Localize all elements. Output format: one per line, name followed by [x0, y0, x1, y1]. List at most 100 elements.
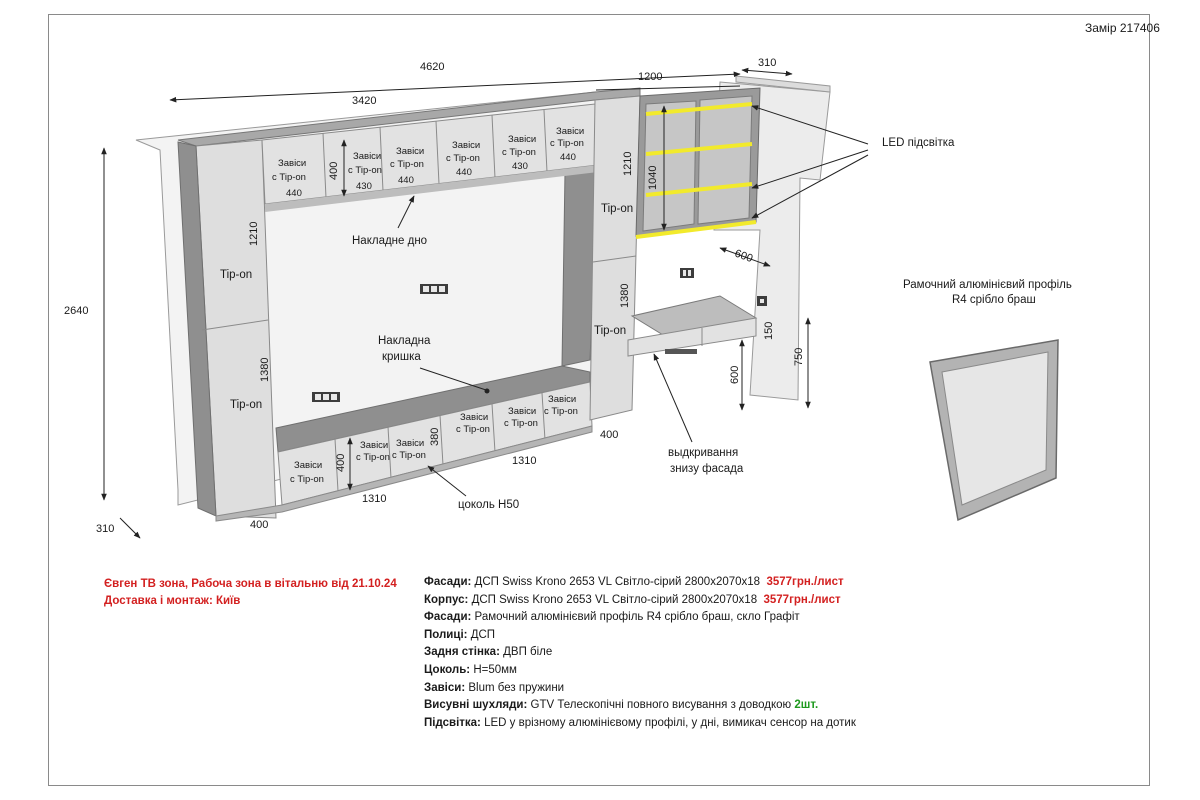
dim-total-height: 2640	[64, 305, 88, 317]
tipon-left-top: Tip-on	[220, 269, 252, 281]
dim-line-desk-depth	[719, 247, 771, 267]
bottom-divider	[334, 438, 339, 492]
svg-text:440: 440	[456, 167, 472, 178]
label-overlay-bottom: Накладне дно	[352, 235, 427, 247]
dim-base-mid-width: 1310	[512, 455, 536, 467]
spec-row: Корпус: ДСП Swiss Krono 2653 VL Світло-с…	[424, 593, 841, 606]
desk-front	[627, 317, 757, 357]
drawing-sheet	[48, 14, 1150, 786]
svg-text:с Tip-on: с Tip-on	[390, 159, 424, 170]
profile-glass	[941, 351, 1049, 506]
socket-block	[757, 296, 767, 306]
svg-text:с Tip-on: с Tip-on	[356, 452, 390, 463]
svg-text:430: 430	[356, 181, 372, 192]
label-profile-2: R4 срібло браш	[952, 294, 1036, 306]
svg-text:Завіси: Завіси	[548, 394, 576, 405]
order-title: Євген ТВ зона, Рабоча зона в вітальню ві…	[104, 578, 397, 590]
top-divider	[379, 126, 384, 192]
order-delivery: Доставка і монтаж: Київ	[104, 595, 241, 607]
dim-main-width: 3420	[352, 95, 376, 107]
leader-plinth	[427, 465, 467, 497]
dim-right-top-h: 1210	[622, 152, 634, 176]
spec-row: Задня стінка: ДВП біле	[424, 646, 553, 659]
bottom-divider	[387, 426, 392, 479]
dim-desk-leg: 600	[729, 366, 741, 384]
leader-led-2	[751, 149, 869, 189]
svg-text:Завіси: Завіси	[556, 126, 584, 137]
svg-text:Завіси: Завіси	[353, 151, 381, 162]
top-divider	[435, 120, 440, 185]
label-opening-1: выдкривання	[668, 447, 738, 459]
svg-text:Завіси: Завіси	[360, 440, 388, 451]
leader-overlay-cover	[419, 367, 487, 391]
bottom-divider	[541, 392, 546, 441]
svg-text:Завіси: Завіси	[396, 438, 424, 449]
svg-text:Завіси: Завіси	[396, 146, 424, 157]
spec-row: Завіси: Blum без пружини	[424, 681, 565, 694]
left-column-split	[201, 319, 269, 331]
svg-text:Завіси: Завіси	[294, 460, 322, 471]
dim-top-height: 1210	[248, 222, 260, 246]
svg-text:430: 430	[512, 161, 528, 172]
dim-left-depth: 310	[96, 523, 114, 535]
bottom-divider	[491, 403, 496, 453]
svg-text:с Tip-on: с Tip-on	[544, 406, 578, 417]
desk-handle	[665, 349, 697, 354]
svg-text:440: 440	[560, 152, 576, 163]
socket-block	[420, 284, 448, 294]
dim-desk-depth: 600	[733, 248, 754, 266]
label-overlay-cover-2: кришка	[382, 351, 421, 363]
right-column-split	[592, 255, 637, 263]
dim-upper-drawer: 400	[328, 162, 340, 180]
dim-right-base-depth: 400	[600, 429, 618, 441]
dim-desk-thickness: 150	[763, 322, 775, 340]
spec-list: Фасади: ДСП Swiss Krono 2653 VL Світло-с…	[424, 574, 856, 732]
spec-row: Фасади: ДСП Swiss Krono 2653 VL Світло-с…	[424, 576, 844, 588]
tipon-left-bottom: Tip-on	[230, 399, 262, 411]
socket-block	[680, 268, 694, 278]
spec-row: Цоколь: H=50мм	[424, 663, 517, 676]
dim-right-width: 1200	[638, 71, 662, 83]
leader-opening	[653, 353, 693, 443]
leader-overlay-bottom	[397, 195, 415, 229]
top-divider	[543, 109, 548, 173]
bottom-lid	[275, 365, 591, 453]
dim-desk-height: 750	[793, 348, 805, 366]
svg-text:Завіси: Завіси	[452, 140, 480, 151]
svg-text:Завіси: Завіси	[508, 406, 536, 417]
leader-led-1	[751, 105, 869, 145]
svg-text:Завіси: Завіси	[508, 134, 536, 145]
spec-row: Висувні шухляди: GTV Телескопічні повног…	[424, 699, 819, 712]
spec-row: Підсвітка: LED у врізному алюмінієвому п…	[424, 716, 856, 729]
svg-text:Завіси: Завіси	[460, 412, 488, 423]
label-plinth: цоколь Н50	[458, 499, 519, 511]
glass-door-right	[697, 95, 753, 225]
right-column	[589, 95, 641, 421]
svg-text:с Tip-on: с Tip-on	[504, 418, 538, 429]
dim-line-right-width	[595, 85, 741, 91]
dim-cabinet-h: 1040	[647, 166, 659, 190]
dim-right-depth: 310	[758, 57, 776, 69]
spec-row: Фасади: Рамочний алюмінієвий профіль R4 …	[424, 611, 800, 624]
bottom-divider	[439, 414, 444, 466]
dim-base-left-width: 1310	[362, 493, 386, 505]
svg-text:с Tip-on: с Tip-on	[550, 138, 584, 149]
dim-base-depth: 400	[250, 519, 268, 531]
top-divider	[322, 132, 327, 199]
spec-row: Полиці: ДСП	[424, 628, 496, 641]
svg-text:с Tip-on: с Tip-on	[456, 424, 490, 435]
svg-text:с Tip-on: с Tip-on	[348, 165, 382, 176]
svg-text:с Tip-on: с Tip-on	[392, 450, 426, 461]
label-opening-2: знизу фасада	[670, 463, 744, 475]
dim-lower-drawer: 400	[335, 454, 347, 472]
tv-opening-top-soffit	[265, 165, 598, 212]
